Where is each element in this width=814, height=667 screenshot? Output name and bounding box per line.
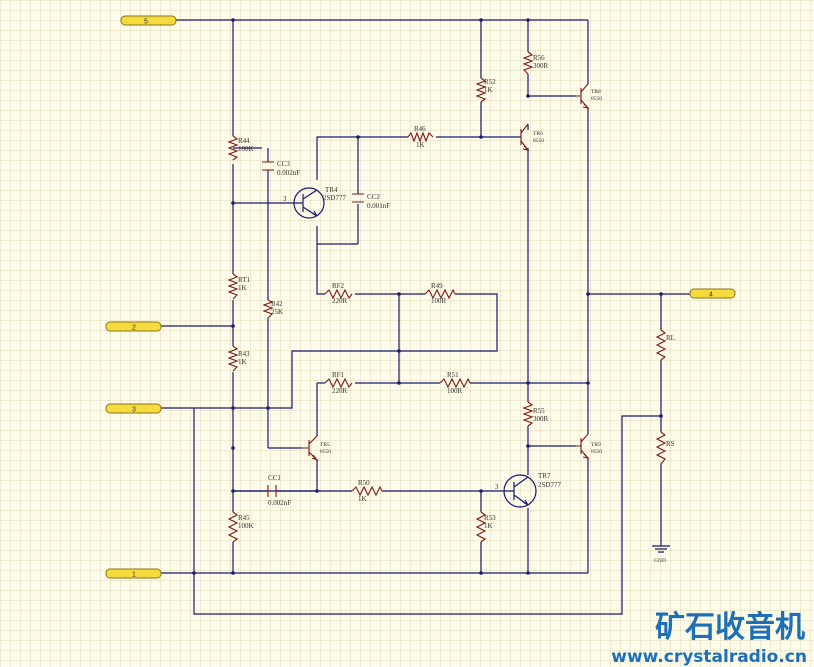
r49-ref: R49 — [431, 282, 443, 290]
tr4-value: 2SD777 — [323, 194, 346, 202]
r50-ref: R50 — [358, 479, 370, 487]
junctions — [192, 18, 663, 575]
r42-ref: R42 — [271, 300, 283, 308]
r42-value: 25K — [271, 308, 283, 316]
port-2[interactable]: 2 — [105, 321, 162, 332]
cc2-ref: CC2 — [367, 193, 380, 201]
capacitor-cc3[interactable]: CC3 0.002nF — [262, 160, 300, 177]
transistor-tr5[interactable]: TR5 8550 — [302, 435, 331, 462]
tr9-ref: TR9 — [591, 442, 601, 448]
transistor-tr7[interactable]: 3 TR7 2SD777 — [495, 472, 561, 508]
r44-ref: R44 — [238, 137, 250, 145]
resistor-r52[interactable]: R52 1K — [475, 77, 496, 103]
capacitor-cc1[interactable]: CC1 0.002nF — [267, 474, 291, 507]
tr9-value: 8550 — [591, 449, 602, 455]
tr6-ref: TR6 — [533, 131, 543, 137]
resistor-rs[interactable]: RS — [655, 431, 675, 465]
transistor-tr6[interactable]: TR6 8550 — [520, 123, 544, 151]
port-1[interactable]: 1 — [105, 568, 162, 579]
r45-ref: R45 — [238, 514, 250, 522]
r51-value: 100R — [447, 387, 463, 395]
resistor-r46[interactable]: R46 1K — [407, 125, 434, 149]
resistor-rf1[interactable]: RF1 220R — [324, 371, 353, 395]
tr4-ref: TR4 — [325, 186, 338, 194]
r44-value: 100K — [238, 145, 254, 153]
watermark-url: www.crystalradio.cn — [611, 647, 807, 667]
tr5-ref: TR5 — [320, 442, 330, 448]
r43-value: 1K — [238, 358, 247, 366]
r49-value: 100R — [431, 297, 447, 305]
r53-ref: R53 — [484, 514, 496, 522]
cc2-value: 0.001nF — [367, 202, 390, 210]
rs-ref: RS — [666, 440, 675, 448]
tr7-base-pin: 3 — [495, 483, 499, 491]
port-5-label: 5 — [144, 19, 148, 26]
transistor-tr8[interactable]: TR8 8550 — [576, 83, 602, 109]
rt1-value: 1K — [238, 284, 247, 292]
port-3-label: 3 — [132, 407, 136, 414]
rf2-value: 220R — [332, 297, 348, 305]
resistor-r55[interactable]: R55 300R — [522, 401, 549, 427]
ground-symbol: GND — [652, 545, 670, 564]
r45-value: 100K — [238, 522, 254, 530]
resistor-rt1[interactable]: RT1 1K — [227, 273, 251, 300]
resistor-r49[interactable]: R49 100R — [424, 282, 456, 305]
watermark: 矿石收音机 www.crystalradio.cn — [611, 610, 807, 667]
transistor-tr4[interactable]: 3 TR4 2SD777 — [283, 186, 346, 219]
r51-ref: R51 — [447, 371, 459, 379]
r43-ref: R43 — [238, 350, 250, 358]
tr8-ref: TR8 — [591, 89, 601, 95]
port-5[interactable]: 5 — [120, 15, 177, 26]
resistor-r45[interactable]: R45 100K — [227, 511, 254, 543]
tr8-value: 8550 — [591, 96, 602, 102]
r46-value: 1K — [416, 141, 425, 149]
tr6-value: 8550 — [533, 138, 544, 144]
r55-ref: R55 — [533, 407, 545, 415]
cc3-value: 0.002nF — [277, 169, 300, 177]
port-4-label: 4 — [709, 292, 713, 299]
rl-ref: RL — [666, 334, 675, 342]
cc3-ref: CC3 — [277, 160, 290, 168]
transistor-tr9[interactable]: TR9 8550 — [576, 433, 602, 459]
r53-value: 1K — [484, 522, 493, 530]
r50-value: 1K — [358, 495, 367, 503]
resistor-r43[interactable]: R43 1K — [227, 345, 250, 372]
cc1-ref: CC1 — [268, 474, 281, 482]
resistor-rf2[interactable]: RF2 220R — [324, 282, 353, 305]
rf2-ref: RF2 — [332, 282, 345, 290]
r46-ref: R46 — [414, 125, 426, 133]
resistor-r56[interactable]: R56 300R — [522, 51, 549, 75]
tr7-value: 2SD777 — [538, 481, 561, 489]
port-2-label: 2 — [132, 325, 136, 332]
resistor-r53[interactable]: R53 1K — [475, 511, 496, 543]
resistor-rl[interactable]: RL — [655, 329, 675, 361]
cc1-value: 0.002nF — [268, 499, 291, 507]
port-4[interactable]: 4 — [689, 288, 736, 299]
port-1-label: 1 — [132, 572, 136, 579]
tr7-ref: TR7 — [538, 472, 551, 480]
capacitor-cc2[interactable]: CC2 0.001nF — [352, 193, 390, 210]
rt1-ref: RT1 — [238, 276, 251, 284]
resistor-r42[interactable]: R42 25K — [262, 299, 283, 319]
rf1-ref: RF1 — [332, 371, 345, 379]
r52-value: 1K — [484, 86, 493, 94]
r56-value: 300R — [533, 62, 549, 70]
resistor-r44[interactable]: R44 100K — [227, 135, 254, 161]
r52-ref: R52 — [484, 78, 496, 86]
rf1-value: 220R — [332, 387, 348, 395]
r56-ref: R56 — [533, 54, 545, 62]
tr5-value: 8550 — [320, 449, 331, 455]
r55-value: 300R — [533, 415, 549, 423]
watermark-title: 矿石收音机 — [655, 610, 805, 645]
resistor-r51[interactable]: R51 100R — [439, 371, 471, 395]
wires — [161, 19, 690, 615]
resistor-r50[interactable]: R50 1K — [351, 479, 383, 503]
tr4-base-pin: 3 — [283, 195, 287, 203]
port-3[interactable]: 3 — [105, 403, 162, 414]
gnd-label: GND — [654, 558, 666, 564]
